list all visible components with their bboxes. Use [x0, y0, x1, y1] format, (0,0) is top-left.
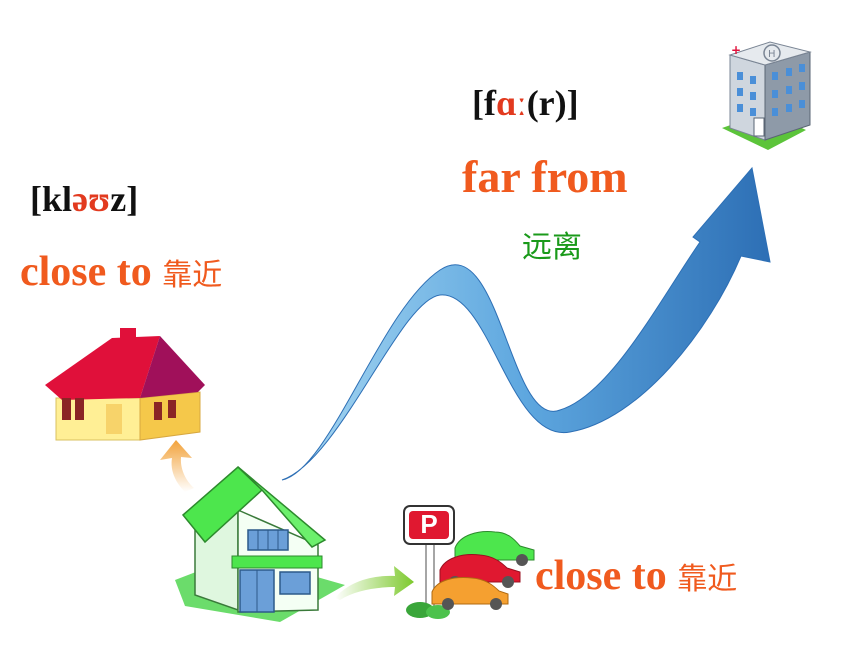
parking-close-to-english: close to [535, 553, 667, 599]
right-arrow-icon [335, 566, 414, 600]
up-arrow-icon [160, 440, 194, 492]
far-phonetic: [fɑː(r)] [472, 82, 579, 124]
close-phonetic: [kləʊz] [30, 178, 138, 220]
parking-sign-letter: P [420, 509, 438, 539]
far-from-chinese: 远离 [522, 230, 582, 265]
hospital-icon: H + [722, 41, 812, 150]
far-arrow [281, 166, 771, 481]
far-from-english: far from [462, 151, 628, 202]
far-phonetic-right: (r)] [526, 83, 579, 123]
parking-close-to-chinese: 靠近 [677, 562, 738, 597]
svg-text:+: + [731, 43, 741, 57]
orange-car-icon [431, 577, 509, 610]
svg-text:H: H [768, 49, 776, 60]
close-to-label: close to 靠近 [20, 248, 222, 296]
close-to-chinese: 靠近 [162, 258, 223, 293]
close-phonetic-vowel: əʊ [72, 179, 111, 219]
far-phonetic-vowel: ɑː [495, 83, 527, 123]
parking-close-to-label: close to 靠近 [535, 552, 737, 600]
close-phonetic-right: z] [110, 179, 139, 219]
parking-sign-icon [403, 505, 455, 619]
red-house-icon [45, 328, 205, 441]
close-to-english: close to [20, 249, 152, 295]
far-phonetic-left: [f [472, 83, 496, 123]
close-phonetic-left: [kl [30, 179, 73, 219]
green-house-icon [175, 465, 345, 622]
